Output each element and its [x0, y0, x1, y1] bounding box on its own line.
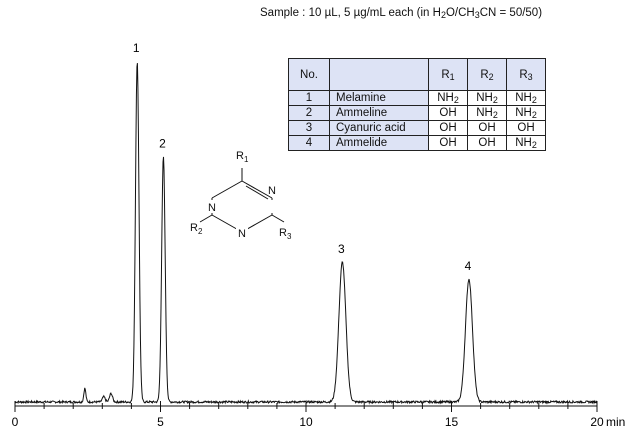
cell-name: Ammeline — [329, 105, 429, 121]
ring-bond — [241, 180, 273, 199]
cell-r2: OH — [467, 135, 507, 151]
ring-n-right: N — [268, 185, 276, 197]
cell-r3: OH — [506, 120, 546, 136]
ring-bond — [211, 180, 243, 199]
compound-table: No. R1 R2 R3 1 Melamine NH2 NH2 NH2 2 Am… — [288, 58, 546, 151]
cell-r1: OH — [428, 120, 468, 136]
x-tick-label: 10 — [299, 415, 313, 429]
cell-r1: OH — [428, 105, 468, 121]
cell-r2: NH2 — [467, 105, 507, 121]
bond-r2 — [199, 214, 213, 223]
peak-label-1: 1 — [133, 41, 140, 55]
cell-r3: NH2 — [506, 135, 546, 151]
bond-r3 — [271, 214, 285, 223]
r1-label: R1 — [236, 150, 249, 164]
cell-r1: NH2 — [428, 90, 468, 106]
ring-n-left: N — [208, 202, 216, 214]
x-tick-label: 5 — [157, 415, 164, 429]
header-no: No. — [288, 58, 330, 91]
table-row: 4 Ammelide OH OH NH2 — [288, 135, 546, 151]
cell-no: 2 — [288, 105, 330, 121]
x-tick-label: 0 — [12, 415, 19, 429]
x-tick-label: 20 — [590, 415, 604, 429]
chromatogram-trace — [14, 63, 598, 405]
cell-r3: NH2 — [506, 105, 546, 121]
peak-label-4: 4 — [465, 259, 472, 273]
sample-note: Sample : 10 µL, 5 µg/mL each (in H2O/CH3… — [260, 7, 543, 21]
x-tick-label: 15 — [445, 415, 459, 429]
header-name — [329, 58, 429, 91]
table-row: 3 Cyanuric acid OH OH OH — [288, 120, 546, 136]
r2-label: R2 — [190, 222, 203, 236]
cell-name: Melamine — [329, 90, 429, 106]
peak-label-2: 2 — [159, 136, 166, 150]
cell-no: 1 — [288, 90, 330, 106]
cell-r3: NH2 — [506, 90, 546, 106]
header-r1: R1 — [428, 58, 468, 91]
peak-label-3: 3 — [338, 242, 345, 256]
cell-no: 3 — [288, 120, 330, 136]
r3-label: R3 — [279, 227, 292, 241]
cell-r1: OH — [428, 135, 468, 151]
header-r3: R3 — [506, 58, 546, 91]
cell-no: 4 — [288, 135, 330, 151]
table-row: 2 Ammeline OH NH2 NH2 — [288, 105, 546, 121]
cell-name: Ammelide — [329, 135, 429, 151]
x-axis-unit: min — [606, 415, 625, 429]
ring-n-bottom: N — [238, 228, 246, 240]
table-row: 1 Melamine NH2 NH2 NH2 — [288, 90, 546, 106]
cell-name: Cyanuric acid — [329, 120, 429, 136]
ring-double-bond — [245, 185, 269, 200]
cell-r2: OH — [467, 120, 507, 136]
table-header-row: No. R1 R2 R3 — [288, 58, 546, 91]
cell-r2: NH2 — [467, 90, 507, 106]
header-r2: R2 — [467, 58, 507, 91]
